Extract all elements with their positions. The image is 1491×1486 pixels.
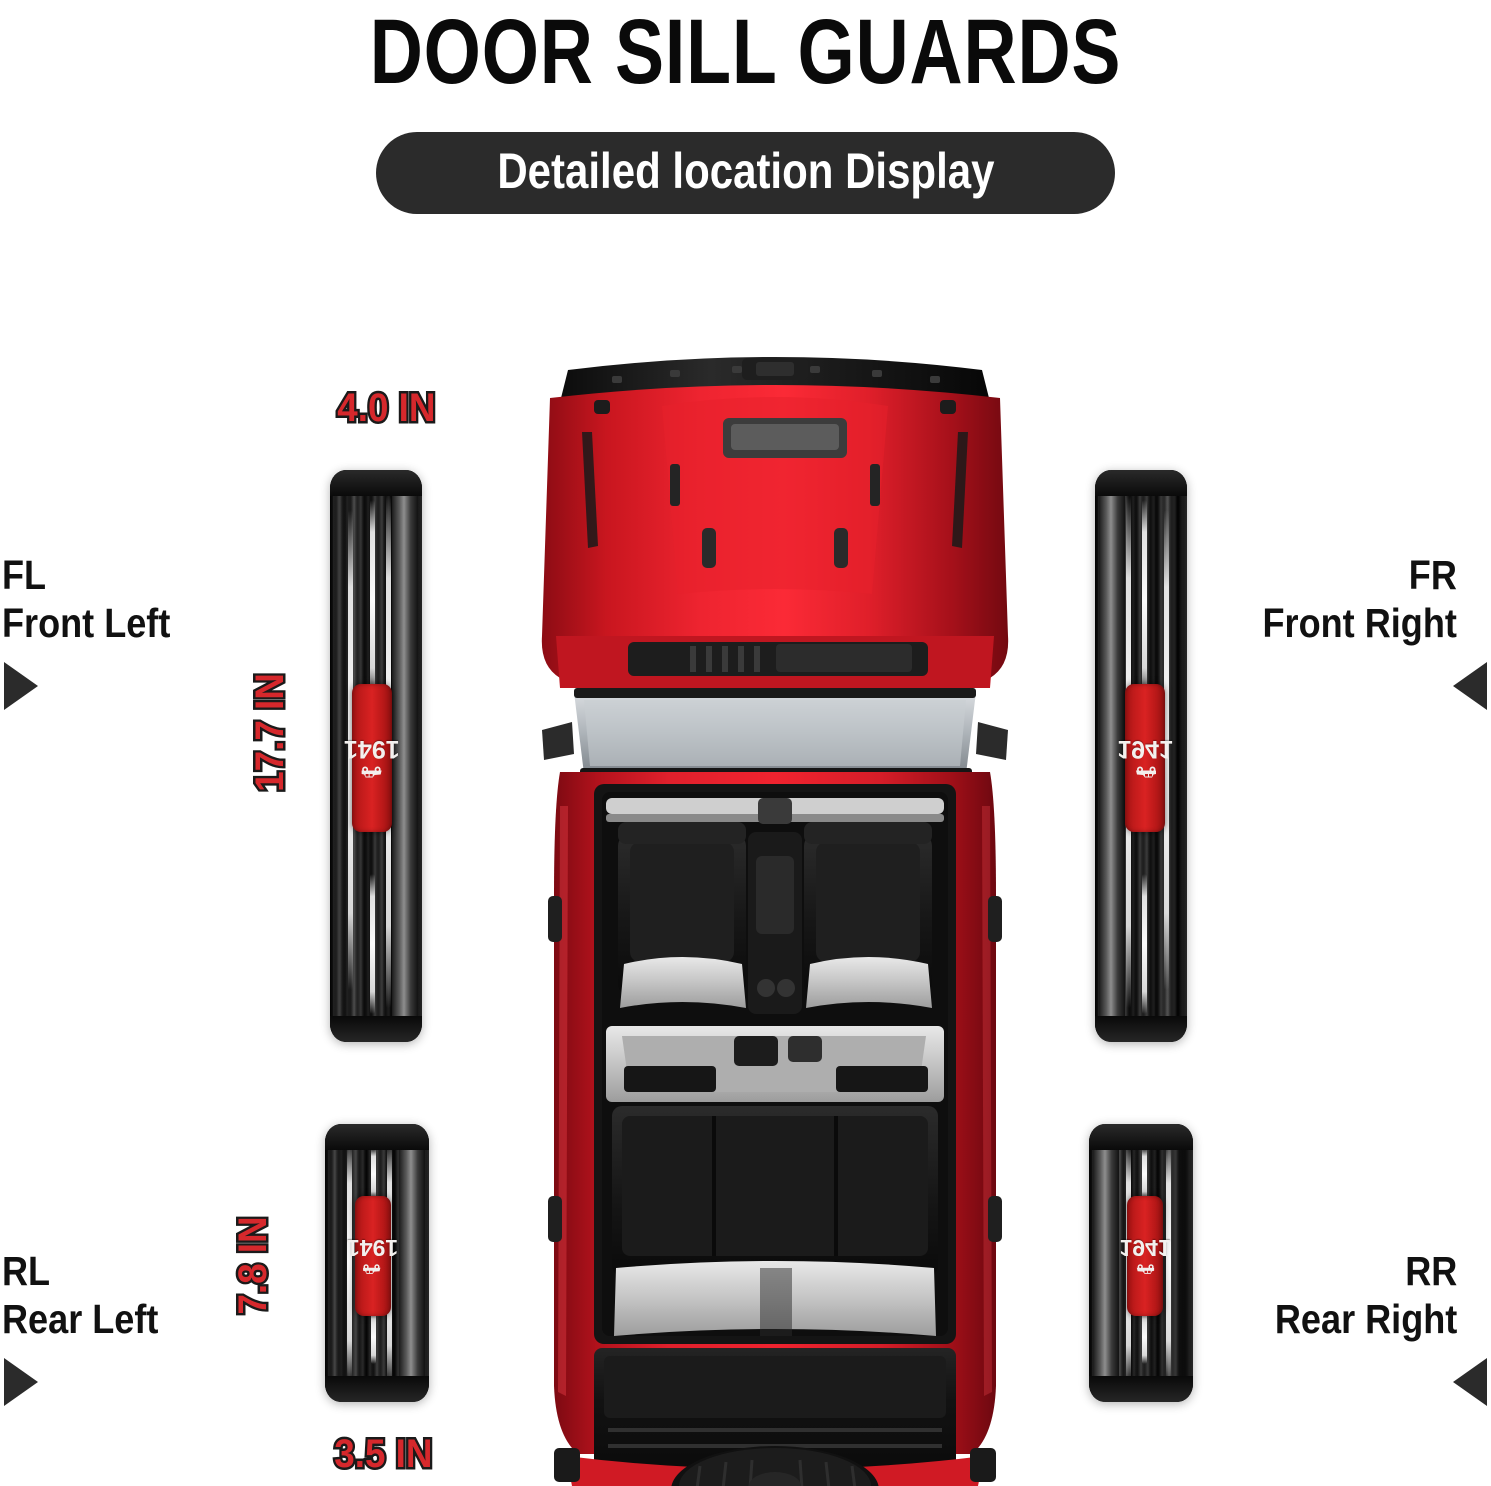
guard-highlight-streak xyxy=(370,874,375,1014)
guard-highlight-streak xyxy=(1142,500,1147,700)
guard-highlight-streak xyxy=(1164,510,1169,990)
guard-highlight-streak xyxy=(347,1146,352,1378)
badge-year-text: 1941 xyxy=(344,735,400,763)
sill-guard-rear-right: 1941 xyxy=(1089,1124,1193,1402)
label-front-right-full: Front Right xyxy=(1262,599,1457,646)
guard-top-cap xyxy=(1095,470,1187,496)
label-rear-left: RL Rear Left xyxy=(2,1248,180,1343)
label-front-left-abbr: FL xyxy=(2,552,47,598)
label-front-left: FL Front Left xyxy=(2,552,193,647)
guard-highlight-streak xyxy=(1142,1148,1147,1200)
subtitle-container: Detailed location Display xyxy=(0,132,1491,214)
vehicle-top-view-image xyxy=(520,336,1030,1486)
guard-rail xyxy=(1093,1124,1119,1402)
badge-1941: 1941 xyxy=(344,684,400,832)
badge-year-text: 1941 xyxy=(1117,735,1173,763)
badge-year-text: 1941 xyxy=(347,1235,399,1261)
jeep-vehicle-icon xyxy=(363,1264,382,1274)
dimension-rear-length-text: 7.8 IN xyxy=(228,1214,277,1317)
badge-year-text: 1941 xyxy=(1119,1235,1171,1261)
guard-bottom-cap xyxy=(325,1376,429,1402)
label-rear-right: RR Rear Right xyxy=(1250,1248,1457,1343)
guard-highlight-streak xyxy=(1142,1310,1147,1364)
dimension-front-length-text: 17.7 IN xyxy=(246,671,295,794)
sill-guard-front-right: 1941 xyxy=(1095,470,1187,1042)
label-rear-left-full: Rear Left xyxy=(2,1295,159,1342)
triangle-right-icon xyxy=(4,1358,38,1406)
guard-top-cap xyxy=(1089,1124,1193,1150)
dimension-rear-width: 3.5 IN xyxy=(330,1430,437,1479)
guard-bottom-cap xyxy=(1089,1376,1193,1402)
label-rear-left-abbr: RL xyxy=(2,1248,51,1294)
label-rear-right-abbr: RR xyxy=(1404,1248,1457,1294)
label-front-right: FR Front Right xyxy=(1236,552,1457,647)
sill-guard-front-left: 1941 xyxy=(330,470,422,1042)
guard-bottom-cap xyxy=(1095,1016,1187,1042)
dimension-front-width-text: 4.0 IN xyxy=(335,384,438,433)
header: DOOR SILL GUARDS Detailed location Displ… xyxy=(0,0,1491,214)
guard-bottom-cap xyxy=(330,1016,422,1042)
dimension-rear-length: 7.8 IN xyxy=(228,1212,277,1319)
triangle-left-icon xyxy=(1453,662,1487,710)
jeep-vehicle-icon xyxy=(1136,1264,1155,1274)
subtitle-pill: Detailed location Display xyxy=(375,132,1116,214)
guard-highlight-streak xyxy=(1142,874,1147,1014)
jeep-vehicle-icon xyxy=(361,766,382,778)
dimension-front-length: 17.7 IN xyxy=(246,668,295,797)
guard-top-cap xyxy=(325,1124,429,1150)
sill-guard-rear-left: 1941 xyxy=(325,1124,429,1402)
guard-highlight-streak xyxy=(370,500,375,700)
subtitle-text: Detailed location Display xyxy=(496,143,995,199)
guard-rail xyxy=(399,1124,425,1402)
guard-rail xyxy=(392,470,418,1042)
triangle-left-icon xyxy=(1453,1358,1487,1406)
label-front-left-full: Front Left xyxy=(2,599,171,646)
label-front-right-abbr: FR xyxy=(1408,552,1457,598)
guard-highlight-streak xyxy=(1166,1146,1171,1378)
label-rear-right-full: Rear Right xyxy=(1274,1295,1457,1342)
guard-highlight-streak xyxy=(371,1310,376,1364)
page-title: DOOR SILL GUARDS xyxy=(369,1,1122,103)
badge-1941: 1941 xyxy=(1119,1196,1171,1316)
guard-top-cap xyxy=(330,470,422,496)
guard-rail xyxy=(1099,470,1125,1042)
badge-1941: 1941 xyxy=(347,1196,399,1316)
guard-highlight-streak xyxy=(348,510,353,990)
triangle-right-icon xyxy=(4,662,38,710)
badge-1941: 1941 xyxy=(1117,684,1173,832)
guard-highlight-streak xyxy=(371,1148,376,1200)
jeep-vehicle-icon xyxy=(1135,766,1156,778)
dimension-front-width: 4.0 IN xyxy=(333,384,440,433)
dimension-rear-width-text: 3.5 IN xyxy=(332,1430,435,1479)
